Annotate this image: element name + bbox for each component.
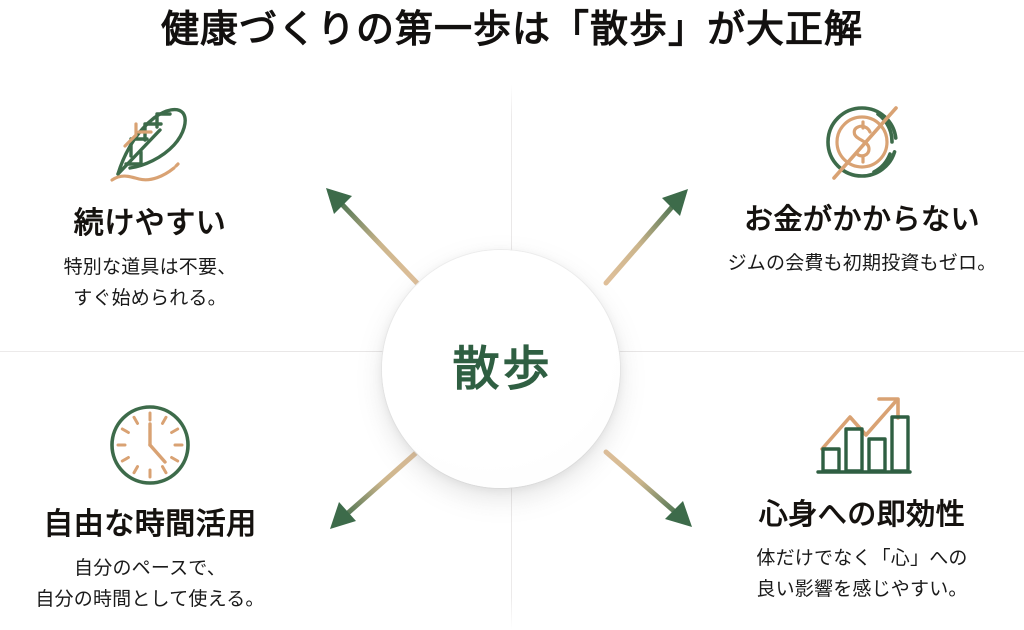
quadrant-description: 体だけでなく「心」への 良い影響を感じやすい。 bbox=[712, 543, 1012, 605]
growth-chart-icon bbox=[816, 397, 912, 474]
feather-icon-wrap bbox=[0, 96, 300, 192]
center-circle: 散歩 bbox=[382, 250, 620, 488]
description-line: すぐ始められる。 bbox=[73, 288, 227, 309]
quadrant-description: 自分のペースで、 自分の時間として使える。 bbox=[0, 553, 300, 615]
description-line: 良い影響を感じやすい。 bbox=[756, 579, 968, 600]
quadrant-heading: 続けやすい bbox=[73, 207, 227, 240]
growth-chart-icon-wrap bbox=[712, 387, 1012, 483]
description-line: 自分のペースで、 bbox=[74, 558, 226, 579]
no-money-icon bbox=[826, 106, 898, 180]
quadrant-heading: お金がかからない bbox=[743, 204, 980, 236]
quadrant-heading: 自由な時間活用 bbox=[43, 508, 257, 541]
quadrant-description: ジムの会費も初期投資もゼロ。 bbox=[712, 248, 1012, 279]
description-line: 体だけでなく「心」への bbox=[756, 548, 968, 569]
quadrant-top-right: お金がかからない ジムの会費も初期投資もゼロ。 bbox=[712, 96, 1012, 279]
no-money-icon-wrap bbox=[712, 96, 1012, 188]
center-hub: 散歩 bbox=[382, 250, 620, 488]
quadrant-bottom-right: 心身への即効性 体だけでなく「心」への 良い影響を感じやすい。 bbox=[712, 387, 1012, 605]
quadrant-bottom-left: 自由な時間活用 自分のペースで、 自分の時間として使える。 bbox=[0, 397, 300, 615]
clock-icon bbox=[110, 405, 190, 485]
feather-icon bbox=[110, 107, 187, 182]
quadrant-top-left: 続けやすい 特別な道具は不要、 すぐ始められる。 bbox=[0, 96, 300, 314]
description-line: ジムの会費も初期投資もゼロ。 bbox=[727, 253, 997, 274]
quadrant-heading: 心身への即効性 bbox=[758, 499, 966, 531]
page-title: 健康づくりの第一歩は「散歩」が大正解 bbox=[160, 9, 863, 51]
quadrant-description: 特別な道具は不要、 すぐ始められる。 bbox=[0, 252, 300, 314]
clock-icon-wrap bbox=[0, 397, 300, 493]
description-line: 特別な道具は不要、 bbox=[63, 257, 237, 278]
description-line: 自分の時間として使える。 bbox=[35, 589, 265, 610]
center-label: 散歩 bbox=[452, 343, 553, 396]
